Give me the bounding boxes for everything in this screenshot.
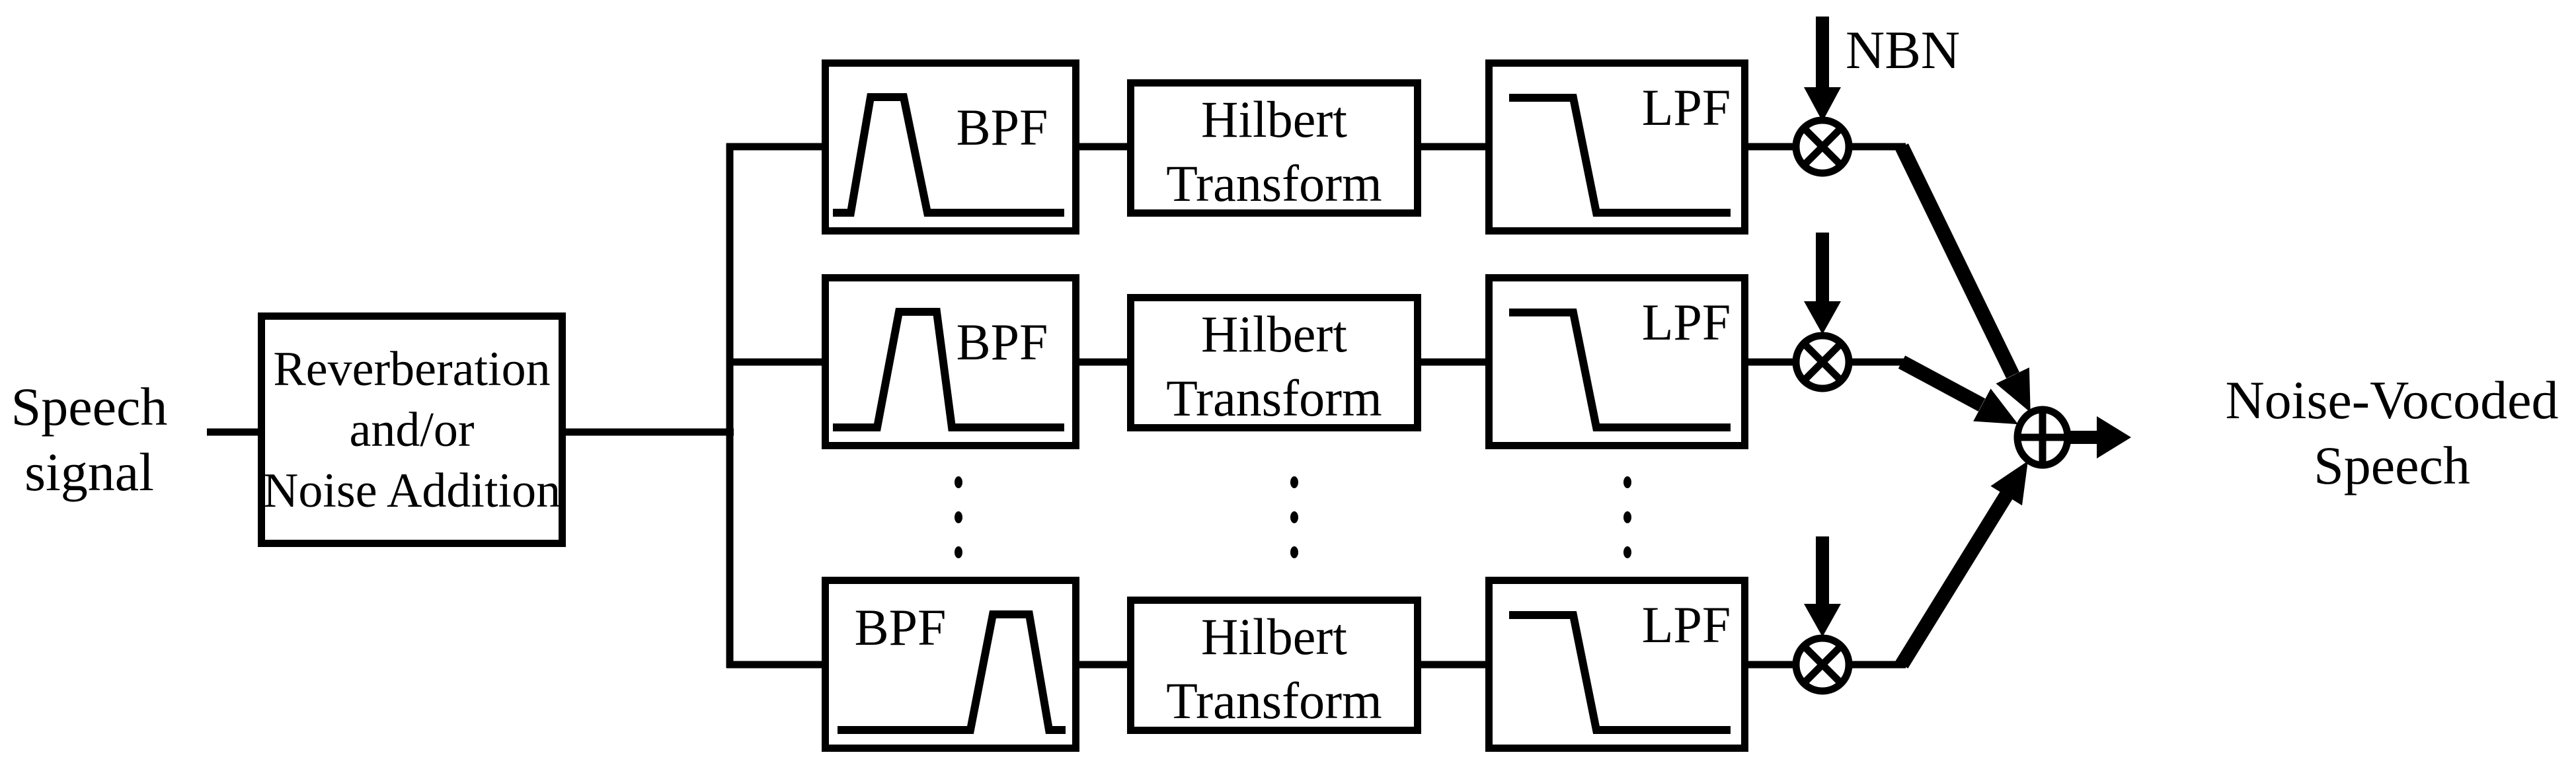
multiplier-nodes [1792,116,1853,695]
hilbert-box-ch1: Hilbert Transform [1127,79,1421,217]
lowpass-response-icon [1509,94,1731,217]
sum-arrowheads [1973,367,2031,506]
vertical-ellipsis-dot [955,546,962,558]
sum-arrow-ch2 [1898,355,1986,412]
reverb-box-line1: Reverberation [273,342,551,396]
sum-arrow-ch3 [1895,492,2013,669]
nbn-arrowhead-ch1 [1804,87,1841,122]
reverb-box-line2: and/or [349,402,475,457]
sum-arrowhead-ch2 [1973,388,2018,425]
input-signal-label-line1: Speech [11,377,168,437]
hilbert-label-line1-ch3: Hilbert [1201,608,1347,665]
hilbert-label-line2-ch1: Transform [1166,155,1382,212]
vertical-ellipsis-dot [1623,511,1631,523]
bpf-box-ch3: BPF [822,577,1079,752]
bandpass-response-icon [833,93,1064,217]
vertical-ellipsis-dot [1623,476,1631,488]
output-arrow [2070,416,2131,458]
output-signal-label-line1: Noise-Vocoded [2225,370,2559,430]
vertical-ellipsis-dot [1290,511,1298,523]
sum-arrowhead-ch1 [1996,367,2031,413]
bandpass-response-icon [833,308,1064,431]
nbn-label: NBN [1846,20,1961,80]
hilbert-box-ch3: Hilbert Transform [1127,597,1421,734]
output-arrowhead [2097,416,2131,458]
nbn-arrowhead-ch2 [1804,301,1841,334]
lowpass-response-icon [1509,309,1731,431]
lowpass-response-icon [1509,611,1731,734]
vertical-ellipsis-dot [955,511,962,523]
bpf-box-ch2: BPF [822,274,1079,449]
input-signal-label-line2: signal [24,442,154,502]
lpf-box-ch3: LPF [1485,577,1748,752]
continuation-dots [955,476,1631,558]
vertical-ellipsis-dot [1623,546,1631,558]
bpf-label-ch3: BPF [854,599,947,656]
hilbert-label-line2-ch2: Transform [1166,369,1382,427]
sum-arrows [1895,143,2019,669]
lpf-box-ch1: LPF [1485,59,1748,235]
hilbert-box-ch2: Hilbert Transform [1127,294,1421,431]
hilbert-label-line1-ch1: Hilbert [1201,91,1347,148]
hilbert-label-line1-ch2: Hilbert [1201,305,1347,363]
output-signal-label-line2: Speech [2314,435,2470,495]
lpf-label-ch1: LPF [1641,79,1731,136]
bpf-label-ch1: BPF [956,98,1048,156]
multiplier-icon-ch3 [1792,634,1853,695]
reverberation-noise-box: Reverberation and/or Noise Addition [258,312,566,547]
bpf-box-ch1: BPF [822,59,1079,235]
lpf-label-ch2: LPF [1641,293,1731,351]
bpf-label-ch2: BPF [956,313,1048,371]
multiplier-icon-ch2 [1792,332,1853,392]
multiplier-icon-ch1 [1792,116,1853,177]
hilbert-label-line2-ch3: Transform [1166,672,1382,729]
vertical-ellipsis-dot [1290,476,1298,488]
adder-icon [2013,406,2072,469]
input-signal-label: Speech signal [7,374,172,505]
reverb-box-line3: Noise Addition [262,463,561,518]
nbn-arrows [1804,17,1841,637]
nbn-arrowhead-ch3 [1804,604,1841,637]
sum-arrowhead-ch3 [1990,460,2028,506]
lpf-box-ch2: LPF [1485,274,1748,449]
vertical-ellipsis-dot [1290,546,1298,558]
output-signal-label: Noise-Vocoded Speech [2208,367,2576,498]
signal-wires [207,143,1906,669]
lpf-label-ch3: LPF [1641,596,1731,653]
sum-arrow-ch1 [1895,143,2019,379]
bandpass-response-icon [838,610,1066,734]
vertical-ellipsis-dot [955,476,962,488]
